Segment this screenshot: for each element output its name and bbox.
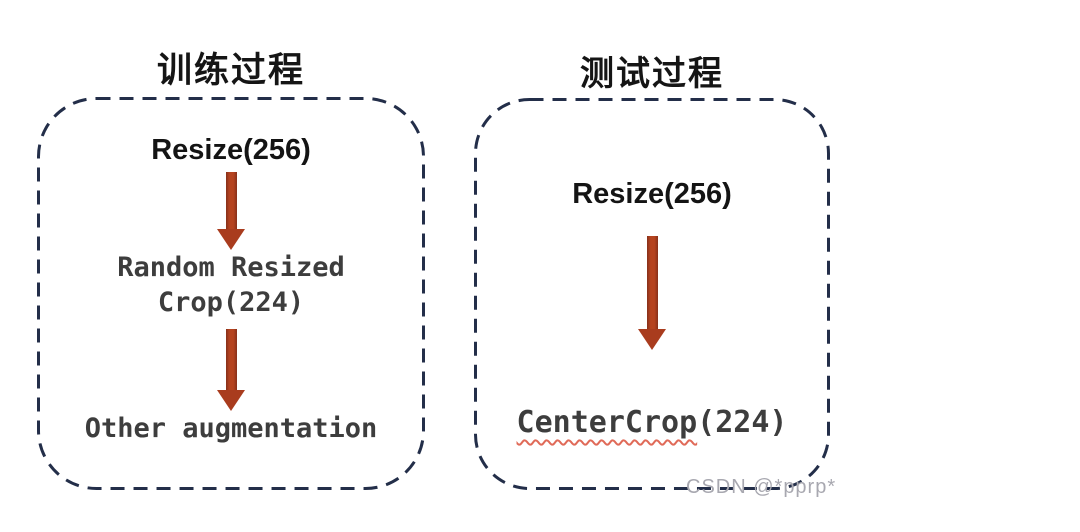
test-dashed-box-border (474, 98, 830, 490)
train-panel-title: 训练过程 (156, 51, 305, 90)
step-resize-256: Resize(256) (572, 178, 732, 210)
step-random-resized-crop: Random Resized Crop(224) (117, 252, 345, 318)
arrow-down-icon (217, 172, 245, 250)
centercrop-label: CenterCrop (516, 405, 698, 440)
step-centercrop-224: CenterCrop(224) (474, 370, 830, 440)
arrow-down-icon (638, 236, 666, 350)
test-panel: 测试过程 Resize(256) CenterCrop(224) (474, 0, 830, 532)
test-dashed-box: Resize(256) CenterCrop(224) (474, 98, 830, 490)
train-panel: 训练过程 Resize(256) Random Resized Crop(224… (37, 0, 425, 532)
arrow-down-icon (217, 329, 245, 411)
watermark: CSDN @*pprp* (686, 476, 837, 498)
test-panel-title: 测试过程 (580, 55, 724, 93)
step-resize-256: Resize(256) (151, 134, 311, 166)
train-dashed-box-border (37, 97, 425, 490)
step-other-augmentation: Other augmentation (84, 413, 378, 444)
train-dashed-box: Resize(256) Random Resized Crop(224) Oth… (37, 97, 425, 490)
centercrop-suffix: (224) (697, 405, 788, 440)
